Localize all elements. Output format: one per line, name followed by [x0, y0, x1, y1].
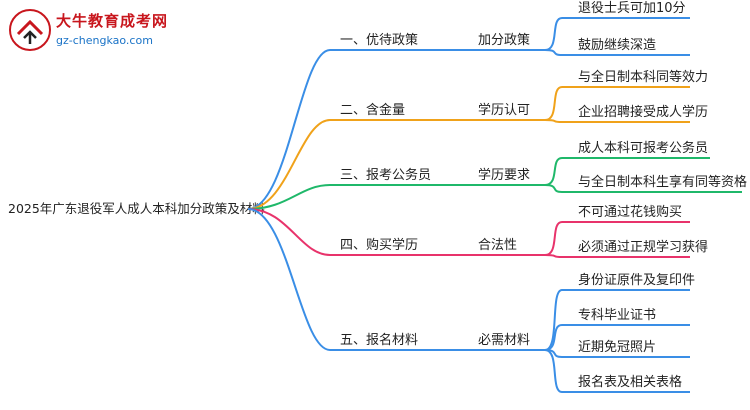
sub-label-materials: 必需材料 — [478, 333, 530, 348]
leaf-label-policy-1: 退役士兵可加10分 — [578, 1, 686, 16]
branch-curve-materials — [247, 208, 331, 351]
leaf-label-policy-2: 鼓励继续深造 — [578, 38, 656, 53]
leaf-label-materials-4: 报名表及相关表格 — [578, 374, 682, 390]
leaf-label-purchase-2: 必须通过正规学习获得 — [578, 239, 708, 255]
leaf-curve-policy-1 — [544, 17, 563, 51]
site-logo[interactable]: 大牛教育成考网 gz-chengkao.com — [4, 4, 194, 56]
logo-title: 大牛教育成考网 — [56, 12, 169, 30]
branch-label-value: 二、含金量 — [340, 102, 405, 118]
leaf-curve-purchase-1 — [544, 221, 563, 256]
branch-curve-value — [247, 119, 331, 210]
leaf-label-value-1: 与全日制本科同等效力 — [578, 69, 708, 85]
leaf-curve-purchase-2 — [544, 254, 563, 258]
branch-curve-civil-service — [247, 184, 331, 210]
branch-label-materials: 五、报名材料 — [340, 332, 418, 348]
branch-label-purchase: 四、购买学历 — [340, 237, 418, 253]
leaf-curve-value-1 — [544, 86, 563, 121]
leaf-label-materials-2: 专科毕业证书 — [578, 308, 656, 323]
leaf-curve-civil-service-1 — [544, 157, 563, 186]
leaf-label-purchase-1: 不可通过花钱购买 — [578, 204, 682, 220]
sub-label-value: 学历认可 — [478, 102, 530, 118]
leaf-curve-policy-2 — [544, 49, 563, 56]
branch-curve-purchase — [247, 208, 331, 256]
leaf-label-value-2: 企业招聘接受成人学历 — [578, 104, 708, 120]
leaf-label-materials-1: 身份证原件及复印件 — [578, 272, 695, 288]
leaf-curve-civil-service-2 — [544, 184, 563, 193]
leaf-label-civil-service-1: 成人本科可报考公务员 — [578, 140, 708, 156]
leaf-curve-materials-4 — [544, 349, 563, 393]
leaf-label-civil-service-2: 与全日制本科生享有同等资格 — [578, 174, 747, 190]
sub-label-policy: 加分政策 — [478, 32, 530, 48]
sub-label-purchase: 合法性 — [478, 238, 517, 253]
logo-url[interactable]: gz-chengkao.com — [56, 34, 153, 47]
leaf-label-materials-3: 近期免冠照片 — [578, 340, 656, 355]
branch-label-civil-service: 三、报考公务员 — [340, 167, 431, 183]
niu-logo-icon — [9, 9, 51, 51]
branch-label-policy: 一、优待政策 — [340, 32, 418, 48]
root-topic: 2025年广东退役军人成人本科加分政策及材料 — [8, 201, 265, 216]
sub-label-civil-service: 学历要求 — [478, 167, 530, 183]
branch-curve-policy — [247, 49, 331, 210]
leaf-curve-value-2 — [544, 119, 563, 123]
